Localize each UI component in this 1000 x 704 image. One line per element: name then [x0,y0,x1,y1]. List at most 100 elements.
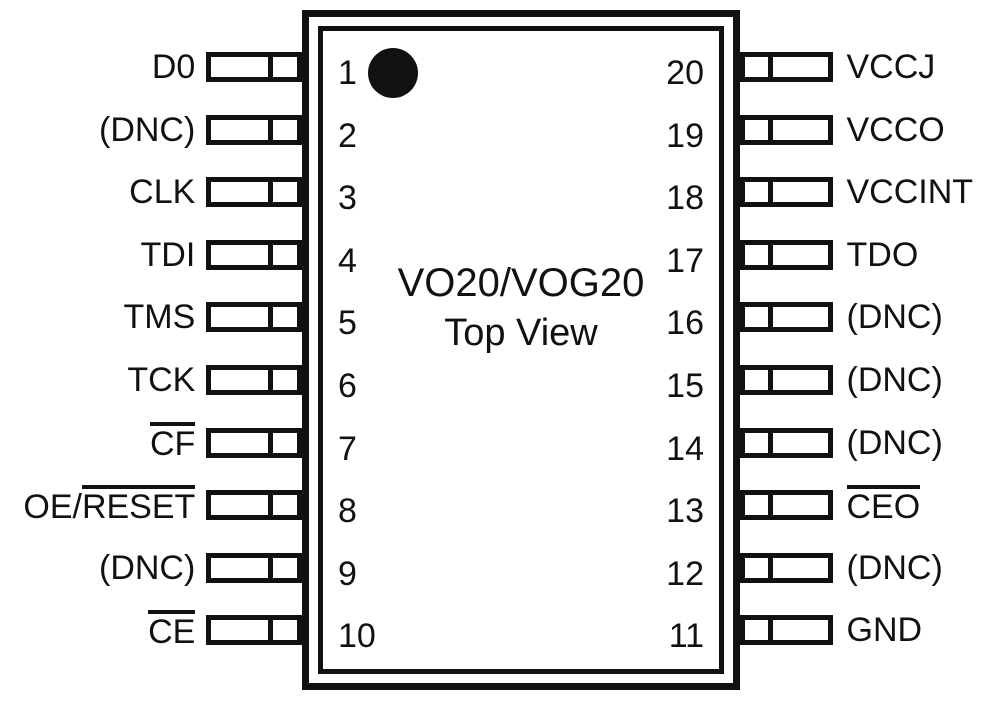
pin-row-9: (DNC) [0,537,302,599]
pin-lead-10 [206,615,302,646]
pin-signal-label-17: TDO [846,235,919,274]
pin-lead-segment-outer [211,620,274,641]
pin-row-18: VCCINT [740,161,1000,223]
pin-lead-segment-inner [273,245,297,265]
pin-lead-segment-outer [211,557,274,578]
pin-lead-13 [740,490,833,521]
pin-lead-segment-outer [745,432,773,453]
pin-lead-segment-inner [273,57,297,77]
pin-number-12: 12 [666,554,704,593]
pin-signal-label-11: GND [846,611,923,650]
pin-row-17: TDO [740,224,1000,286]
pin-row-10: CE [0,599,302,661]
pin-signal-label-19: VCCO [846,110,945,149]
pin-row-12: (DNC) [740,537,1000,599]
pin-signal-label-1: D0 [151,48,196,86]
pin-number-8: 8 [338,492,357,531]
pin-row-1: D0 [0,36,302,98]
pin-lead-segment-inner [773,307,828,327]
pin-signal-label-5: TMS [123,298,196,337]
pin-lead-2 [206,114,302,145]
pin-lead-segment-inner [773,558,828,578]
pin-lead-4 [206,239,302,270]
chip-body-outer-outline [302,10,740,690]
chip-body-inner-outline [318,26,724,674]
pin-number-5: 5 [338,304,357,343]
pin-row-3: CLK [0,161,302,223]
pin-row-13: CEO [740,474,1000,536]
pin-row-19: VCCO [740,99,1000,161]
pin-signal-label-12: (DNC) [846,548,943,587]
pin-signal-label-20: VCCJ [846,48,936,86]
view-orientation-label: Top View [444,312,598,355]
pin-number-15: 15 [666,367,704,405]
pin-signal-label-14: (DNC) [846,423,943,462]
pin-lead-19 [740,114,833,145]
pin-lead-segment-outer [745,307,773,328]
pin-lead-segment-outer [211,370,274,390]
pin-lead-segment-outer [745,495,773,516]
pin-lead-segment-inner [273,182,297,202]
pin-lead-segment-inner [773,57,828,77]
pin-lead-segment-outer [745,57,773,77]
pin-signal-label-4: TDI [140,235,196,274]
pin-lead-segment-inner [773,495,828,515]
pin-lead-14 [740,427,833,458]
part-number-label: VO20/VOG20 [397,261,645,305]
pin-lead-17 [740,239,833,270]
pin-lead-segment-outer [211,432,274,453]
pin-lead-segment-inner [273,495,297,515]
pin-number-3: 3 [338,179,357,218]
pin-number-10: 10 [338,617,376,656]
pin-signal-label-13: CEO [846,484,921,526]
pin-lead-segment-inner [273,433,297,453]
chip-marking: VO20/VOG20 Top View [318,258,724,358]
pin-lead-segment-outer [211,244,274,265]
pin-number-6: 6 [338,367,357,405]
pin-row-7: CF [0,412,302,474]
pin-row-8: OE/RESET [0,474,302,536]
pin-signal-label-18: VCCINT [846,173,974,212]
pin-row-20: VCCJ [740,36,1000,98]
pin-lead-20 [740,52,833,82]
pin-lead-11 [740,615,833,646]
pin-lead-12 [740,552,833,583]
pin-signal-label-8: OE/RESET [23,484,196,526]
pin-number-11: 11 [668,617,704,656]
pin-number-17: 17 [666,241,704,280]
pin-row-5: TMS [0,286,302,348]
pin-lead-segment-inner [273,120,297,140]
pin-row-11: GND [740,599,1000,661]
pin-lead-3 [206,177,302,208]
pin-lead-segment-outer [211,119,274,140]
pin-lead-segment-inner [773,245,828,265]
pin-number-13: 13 [666,492,704,531]
pin-lead-segment-outer [211,57,274,77]
pin-number-1: 1 [338,54,357,92]
pin-lead-8 [206,490,302,521]
pin-lead-segment-inner [773,370,828,390]
pin-lead-segment-outer [745,244,773,265]
pin-1-indicator-dot [368,48,418,98]
pin-number-18: 18 [666,179,704,218]
pin-lead-segment-outer [745,119,773,140]
pin-signal-label-2: (DNC) [99,110,196,149]
pin-lead-segment-inner [773,120,828,140]
pin-lead-18 [740,177,833,208]
pin-lead-segment-inner [273,307,297,327]
pin-signal-label-9: (DNC) [99,548,196,587]
pin-lead-9 [206,552,302,583]
pin-lead-6 [206,365,302,395]
pin-lead-5 [206,302,302,333]
pin-signal-label-7: CF [149,422,196,464]
pin-row-2: (DNC) [0,99,302,161]
pin-number-19: 19 [666,116,704,155]
pin-lead-segment-outer [745,370,773,390]
pin-number-16: 16 [666,304,704,343]
pin-row-16: (DNC) [740,286,1000,348]
pin-lead-1 [206,52,302,82]
pin-lead-7 [206,427,302,458]
pin-row-15: (DNC) [740,349,1000,411]
pin-lead-segment-inner [773,433,828,453]
